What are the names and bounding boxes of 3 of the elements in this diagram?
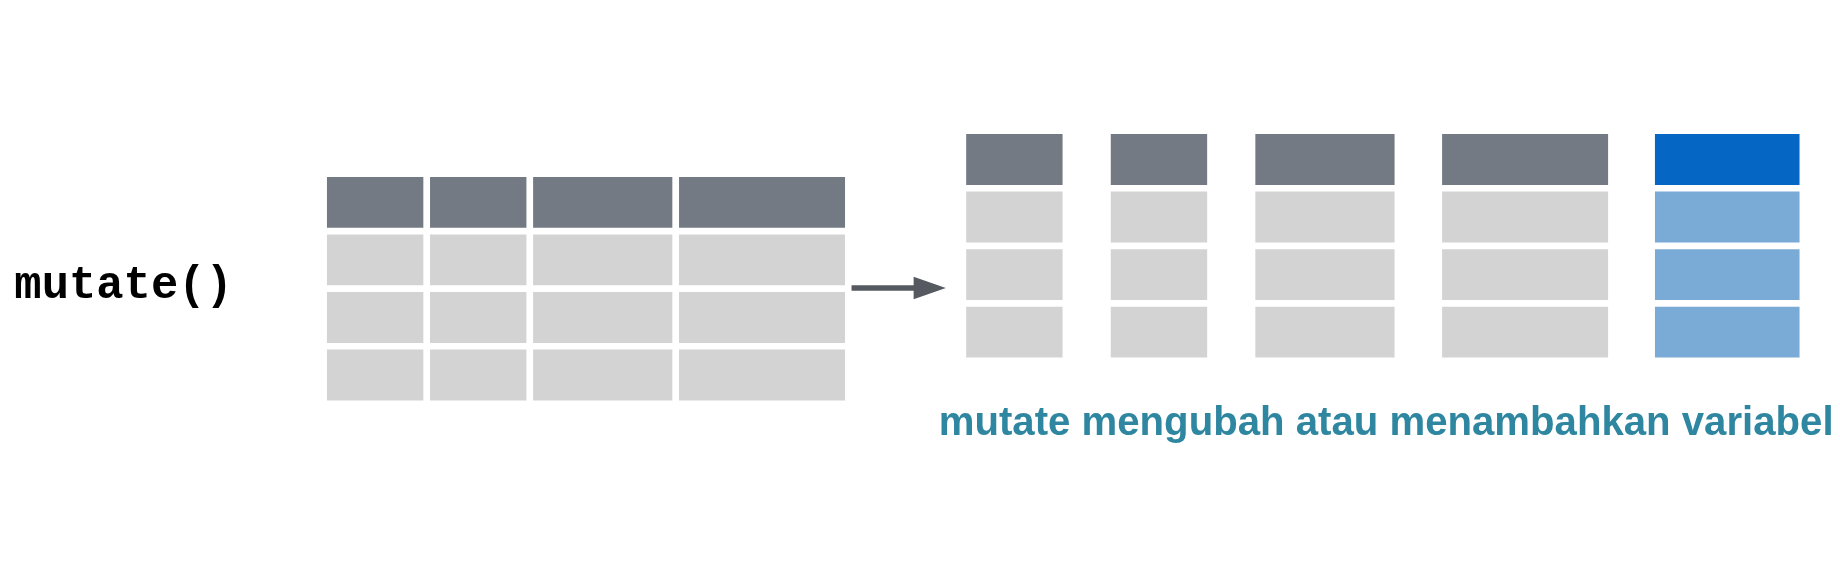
node-label: mutate mengubah atau menambahkan variabel: [938, 399, 1834, 445]
arrow: [851, 276, 946, 300]
label: mutate(): [14, 260, 233, 313]
